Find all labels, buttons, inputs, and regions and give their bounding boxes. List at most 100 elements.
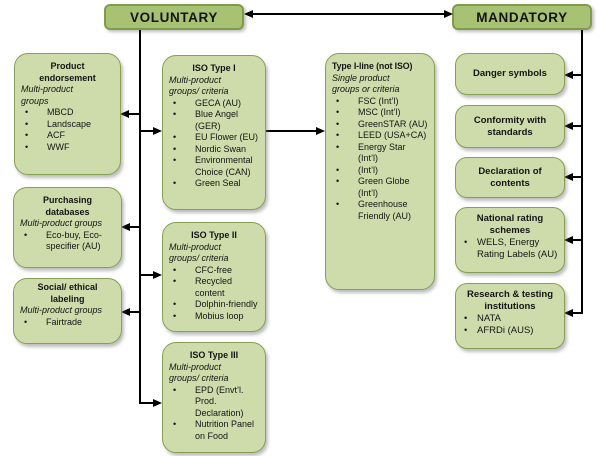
box-title: Conformity with standards	[473, 114, 547, 138]
box-title: Social/ ethical labeling	[37, 282, 98, 304]
box-social-ethical-labeling: Social/ ethical labeling Multi-product g…	[13, 278, 122, 344]
arrowhead-into-declaration	[564, 173, 573, 181]
box-title: Danger symbols	[473, 68, 547, 79]
bullet-item: WWF	[21, 142, 114, 154]
bullet-item: Recycled content	[169, 276, 259, 299]
box-title: Research & testing institutions	[466, 289, 554, 312]
branch-declaration-line	[573, 176, 582, 178]
bullet-list: NATA AFRDi (AUS)	[462, 313, 558, 337]
arrowhead-into-iso-type-iii	[153, 399, 162, 407]
arrowhead-into-type-i-line	[316, 127, 325, 135]
bullet-item: WELS, Energy Rating Labels (AU)	[462, 237, 558, 261]
bullet-item: FSC (Int’l)	[332, 96, 428, 108]
bullet-item: Environmental Choice (CAN)	[169, 155, 259, 178]
box-title: Type I-line (not ISO)	[332, 61, 413, 71]
branch-iso-type-ii-line	[141, 274, 154, 276]
bullet-item: Landscape	[21, 119, 114, 131]
box-title: ISO Type II	[191, 230, 237, 240]
arrowhead-into-iso-type-i	[153, 127, 162, 135]
box-declaration-of-contents: Declaration of contents	[455, 157, 565, 198]
bullet-item: Green Seal	[169, 178, 259, 190]
bullet-item: Dolphin-friendly	[169, 299, 259, 311]
box-title: Purchasing databases	[42, 195, 92, 217]
branch-conformity-line	[573, 125, 582, 127]
bullet-list: Eco-buy, Eco-specifier (AU)	[20, 230, 115, 253]
header-voluntary-label: VOLUNTARY	[130, 9, 218, 25]
arrowhead-into-conformity	[564, 122, 573, 130]
box-subtitle: Multi-product groups	[20, 305, 103, 315]
arrowhead-into-mandatory	[444, 10, 453, 18]
box-title: Declaration of contents	[478, 165, 542, 189]
box-subtitle: Multi-product groups/ criteria	[169, 361, 229, 384]
box-purchasing-databases: Purchasing databases Multi-product group…	[13, 187, 122, 268]
arrowhead-into-national-rating	[564, 236, 573, 244]
bullet-item: MSC (Int’l)	[332, 107, 428, 119]
header-mandatory-label: MANDATORY	[476, 9, 568, 25]
header-voluntary: VOLUNTARY	[104, 4, 244, 30]
bullet-list: WELS, Energy Rating Labels (AU)	[462, 237, 558, 261]
box-subtitle: Multi-product groups/ criteria	[169, 74, 229, 97]
bullet-list: FSC (Int’l) MSC (Int’l) GreenSTAR (AU) L…	[332, 96, 428, 223]
box-subtitle: Multi-product groups	[20, 218, 103, 228]
box-subtitle: Single product groups or criteria	[332, 72, 400, 95]
bullet-item: Fairtrade	[20, 317, 115, 329]
bullet-item: NATA	[462, 313, 558, 325]
bullet-item: Nordic Swan	[169, 144, 259, 156]
box-type-i-line: Type I-line (not ISO) Single product gro…	[325, 53, 435, 290]
bullet-item: (Int’l)	[332, 165, 428, 177]
box-national-rating-schemes: National rating schemes WELS, Energy Rat…	[455, 207, 565, 273]
arrowhead-into-iso-type-ii	[153, 271, 162, 279]
arrowhead-into-research-testing	[564, 309, 573, 317]
bullet-item: MBCD	[21, 107, 114, 119]
arrowhead-into-product-endorsement	[120, 110, 129, 118]
header-mandatory: MANDATORY	[452, 4, 592, 30]
box-title: ISO Type III	[189, 350, 239, 360]
bullet-list: EPD (Envt’l. Prod. Declaration) Nutritio…	[169, 385, 259, 443]
box-danger-symbols: Danger symbols	[455, 53, 565, 95]
box-research-testing-institutions: Research & testing institutions NATA AFR…	[455, 283, 565, 349]
voluntary-trunk-line	[139, 30, 141, 404]
bullet-item: Nutrition Panel on Food	[169, 419, 259, 442]
bullet-item: AFRDi (AUS)	[462, 325, 558, 337]
arrowhead-into-purchasing-databases	[121, 223, 130, 231]
bullet-item: Blue Angel (GER)	[169, 109, 259, 132]
branch-iso-type-i-line	[141, 130, 154, 132]
arrowhead-into-voluntary	[244, 10, 253, 18]
bullet-list: CFC-free Recycled content Dolphin-friend…	[169, 265, 259, 323]
branch-social-ethical-line	[130, 311, 141, 313]
box-title: Product endorsement	[39, 61, 96, 83]
bullet-item: CFC-free	[169, 265, 259, 277]
arrowhead-into-danger-symbols	[564, 71, 573, 79]
branch-product-endorsement-line	[129, 113, 140, 115]
bullet-item: Energy Star (Int’l)	[332, 142, 428, 165]
bullet-item: Green Globe (Int’l)	[332, 176, 428, 199]
mandatory-trunk-line	[581, 30, 583, 314]
bullet-item: GECA (AU)	[169, 98, 259, 110]
connector-iso-i-to-type-i-line	[266, 130, 316, 132]
bullet-item: EU Flower (EU)	[169, 132, 259, 144]
bullet-list: Fairtrade	[20, 317, 115, 329]
branch-research-testing-line	[573, 312, 582, 314]
bullet-item: Greenhouse Friendly (AU)	[332, 199, 428, 222]
branch-iso-type-iii-line	[141, 402, 154, 404]
box-product-endorsement: Product endorsement Multi-product groups…	[14, 53, 121, 175]
bullet-item: EPD (Envt’l. Prod. Declaration)	[169, 385, 259, 420]
box-iso-type-iii: ISO Type III Multi-product groups/ crite…	[162, 342, 266, 453]
box-iso-type-i: ISO Type I Multi-product groups/ criteri…	[162, 55, 266, 210]
box-subtitle: Multi-product groups	[21, 84, 74, 106]
bullet-list: MBCD Landscape ACF WWF	[21, 107, 114, 153]
box-title: National rating schemes	[476, 213, 544, 236]
arrowhead-into-social-ethical	[121, 308, 130, 316]
connector-voluntary-mandatory-line	[252, 13, 444, 15]
branch-purchasing-databases-line	[130, 226, 141, 228]
bullet-item: Mobius loop	[169, 311, 259, 323]
box-conformity-with-standards: Conformity with standards	[455, 105, 565, 148]
bullet-item: GreenSTAR (AU)	[332, 119, 428, 131]
bullet-item: ACF	[21, 130, 114, 142]
bullet-item: LEED (USA+CA)	[332, 130, 428, 142]
branch-national-rating-line	[573, 239, 582, 241]
branch-danger-symbols-line	[573, 74, 582, 76]
bullet-item: Eco-buy, Eco-specifier (AU)	[20, 230, 115, 253]
box-subtitle: Multi-product groups/ criteria	[169, 241, 229, 264]
